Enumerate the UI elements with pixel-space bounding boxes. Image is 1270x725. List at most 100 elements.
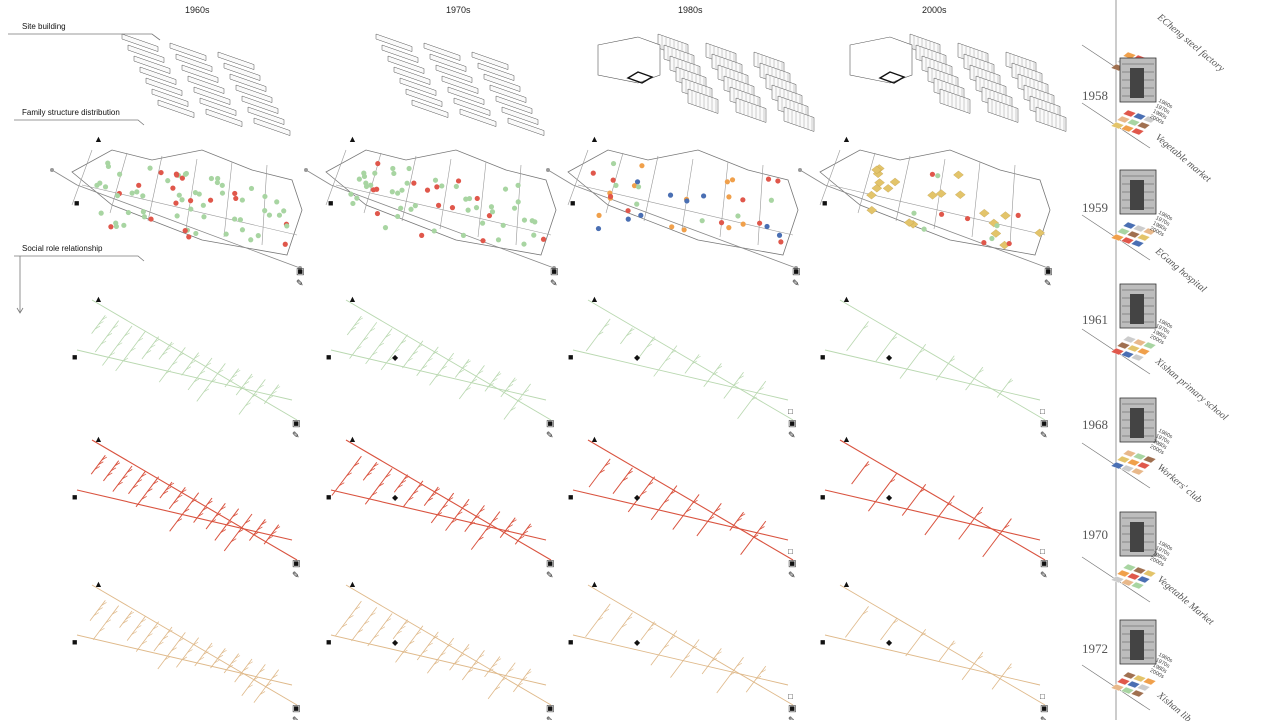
social-branch (365, 328, 393, 365)
social-tick (251, 393, 258, 398)
family-dot (129, 190, 135, 196)
tool-icon: ✎ (788, 430, 796, 440)
social-spine (330, 349, 547, 401)
timeline-year-1958: 1958 (1082, 88, 1108, 103)
social-tick (919, 488, 926, 493)
social-tick (978, 369, 984, 374)
family-dot (768, 197, 774, 203)
social-tick (663, 644, 670, 649)
family-dot (489, 209, 496, 215)
social-tick (400, 625, 406, 630)
timeline-grid-cell (1142, 227, 1157, 236)
timeline-grid-cell (1132, 224, 1147, 233)
family-access-node (798, 168, 802, 172)
social-tick (122, 357, 129, 362)
social-network-tan-1970s: ■▲▣✎◆ (326, 579, 555, 720)
social-branch (851, 461, 869, 485)
family-dot (778, 239, 784, 245)
site-block (453, 97, 491, 116)
family-dot (102, 184, 109, 190)
market-icon: ▣ (788, 418, 797, 428)
social-tick (357, 317, 364, 322)
social-tick (154, 338, 160, 343)
social-tick (604, 323, 610, 328)
social-tick (469, 521, 475, 526)
family-dot (395, 213, 401, 220)
family-dot (134, 189, 140, 195)
social-tick (404, 475, 410, 480)
social-tick (238, 673, 245, 677)
social-tick (101, 456, 108, 461)
social-tick (94, 466, 100, 470)
social-tick (427, 642, 433, 647)
family-dot (1034, 228, 1045, 238)
timeline-grid-cell (1110, 683, 1125, 692)
timeline-grid-cell (1142, 677, 1157, 686)
social-tick (758, 387, 764, 391)
market-icon: ▣ (550, 266, 559, 276)
site-block (441, 75, 479, 94)
row-underlines (8, 33, 161, 314)
timeline-grid-cell (1136, 683, 1151, 692)
family-street (567, 149, 589, 206)
family-dot (435, 202, 442, 208)
family-dot (740, 197, 746, 203)
site-block (381, 44, 419, 63)
social-network-tan-1980s: ■▲▣✎◆□ (568, 579, 797, 720)
social-tick (150, 344, 156, 349)
timeline-grid-cell (1110, 575, 1125, 584)
social-tick (214, 659, 220, 664)
social-tick (891, 336, 897, 341)
social-tick (432, 350, 439, 355)
social-tick (371, 491, 378, 496)
family-dot (667, 192, 674, 198)
social-spine (91, 439, 298, 561)
family-street (401, 155, 417, 222)
social-tick (363, 620, 370, 625)
family-dot (372, 170, 378, 176)
family-dot (874, 178, 885, 187)
family-dot (165, 178, 171, 184)
social-tick (494, 686, 501, 691)
social-tick (267, 535, 273, 540)
social-branch (430, 492, 455, 524)
social-tick (422, 649, 428, 654)
social-tick (341, 623, 348, 628)
social-tick (220, 506, 226, 511)
family-dot (529, 218, 535, 224)
social-tick (363, 337, 369, 341)
timeline-grid-cell (1116, 115, 1131, 124)
social-network-red-1960s: ■▲▣✎ (72, 434, 301, 580)
timeline-grid-cell (1120, 578, 1135, 587)
family-dot (281, 208, 287, 214)
site-block (175, 53, 213, 72)
tool-icon: ✎ (550, 278, 558, 288)
timeline-grid-cell (1122, 335, 1137, 344)
social-tick (1006, 666, 1012, 671)
family-dot (356, 176, 362, 182)
social-tick (603, 608, 610, 613)
social-tick (394, 348, 400, 353)
market-icon: ▣ (292, 418, 301, 428)
family-dot (255, 233, 261, 239)
family-dot (214, 179, 220, 186)
factory-icon: ■ (326, 637, 331, 647)
family-dot (208, 175, 215, 182)
family-dot (187, 198, 194, 204)
timeline-card-1 (1081, 57, 1157, 149)
family-dot (757, 220, 763, 226)
family-dot (274, 199, 280, 205)
social-tick (109, 352, 115, 356)
timeline-grid-cell (1142, 569, 1157, 578)
social-tick (495, 658, 502, 662)
family-street (829, 184, 1046, 236)
social-network-tan-1960s: ■▲▣✎ (72, 579, 301, 720)
timeline-thumbnail-door (1130, 630, 1144, 660)
social-tick (100, 340, 107, 345)
social-tick (752, 534, 759, 539)
social-tick (950, 642, 956, 647)
social-branch (703, 363, 722, 388)
timeline-grid-cell (1126, 230, 1141, 239)
bus-icon: □ (788, 407, 793, 416)
family-dot (361, 173, 368, 180)
